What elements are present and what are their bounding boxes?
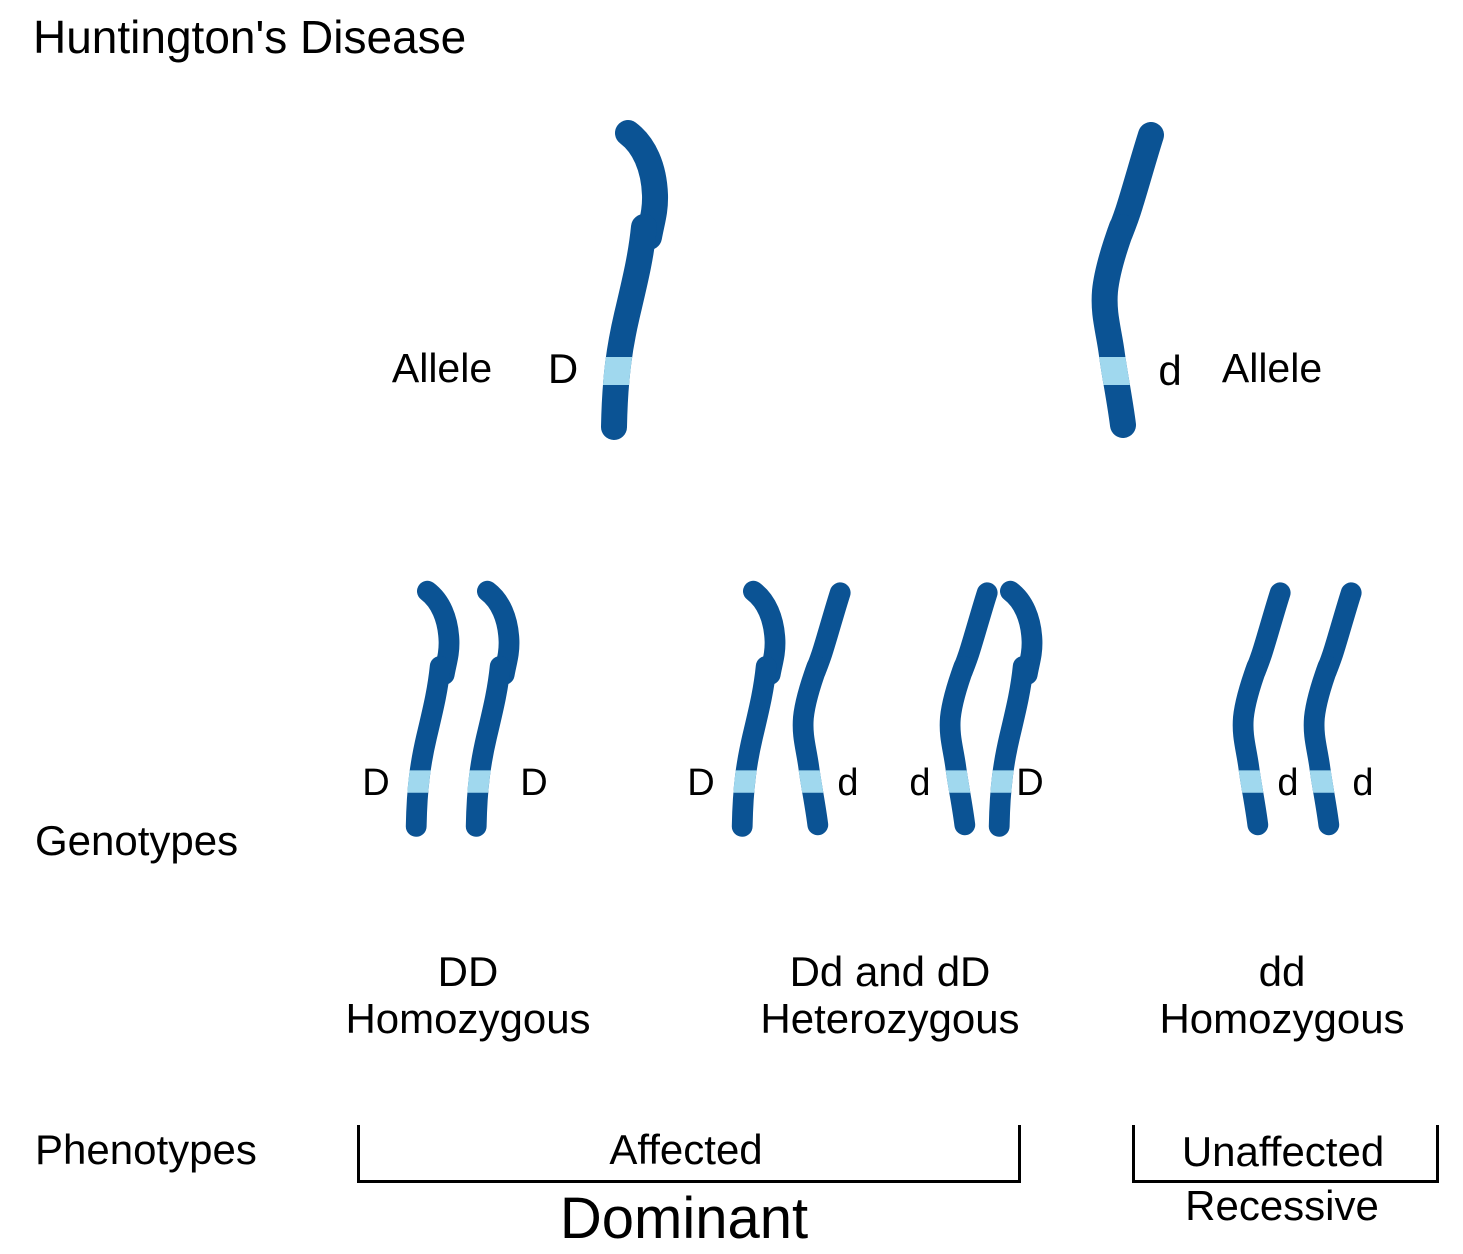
- chromosome-large-D: [580, 123, 680, 445]
- phenotype-affected-label: Affected: [609, 1126, 763, 1173]
- genotype-caption-homozygous-dd: dd Homozygous: [1072, 948, 1463, 1042]
- caption-line: Heterozygous: [760, 995, 1020, 1042]
- inheritance-recessive-label: Recessive: [1185, 1182, 1379, 1229]
- genotype-caption-homozygous-DD: DD Homozygous: [258, 948, 678, 1042]
- caption-line: dd: [1258, 948, 1306, 995]
- phenotypes-section-label: Phenotypes: [35, 1126, 257, 1173]
- caption-line: Homozygous: [345, 995, 591, 1042]
- allele-label-left: Allele: [391, 345, 493, 391]
- genotype-letter: d: [1352, 762, 1374, 804]
- genotype-letter: D: [687, 762, 715, 804]
- genotype-letter: D: [362, 762, 390, 804]
- caption-line: Dd and dD: [789, 948, 991, 995]
- genotypes-section-label: Genotypes: [35, 817, 239, 864]
- affected-bracket: [357, 1125, 1021, 1183]
- genotype-letter: d: [837, 762, 859, 804]
- caption-line: Homozygous: [1159, 995, 1405, 1042]
- phenotype-unaffected-label: Unaffected: [1181, 1128, 1385, 1175]
- unaffected-bracket: [1132, 1125, 1439, 1183]
- genotype-caption-heterozygous: Dd and dD Heterozygous: [680, 948, 1100, 1042]
- inheritance-dominant-label: Dominant: [559, 1186, 809, 1251]
- chromosome-large-d: [1062, 123, 1162, 445]
- allele-letter-d: d: [1158, 347, 1182, 394]
- genotype-letter: d: [1277, 762, 1299, 804]
- genotype-letter: D: [520, 762, 548, 804]
- page-title: Huntington's Disease: [33, 11, 467, 63]
- genotype-letter: D: [1016, 762, 1044, 804]
- chromosome-pair1-right-D: [449, 583, 529, 841]
- allele-letter-D: D: [547, 345, 579, 392]
- caption-line: DD: [437, 948, 499, 995]
- chromosome-pair4-right-d: [1280, 583, 1360, 841]
- allele-label-right: Allele: [1221, 345, 1323, 391]
- genotype-letter: d: [909, 762, 931, 804]
